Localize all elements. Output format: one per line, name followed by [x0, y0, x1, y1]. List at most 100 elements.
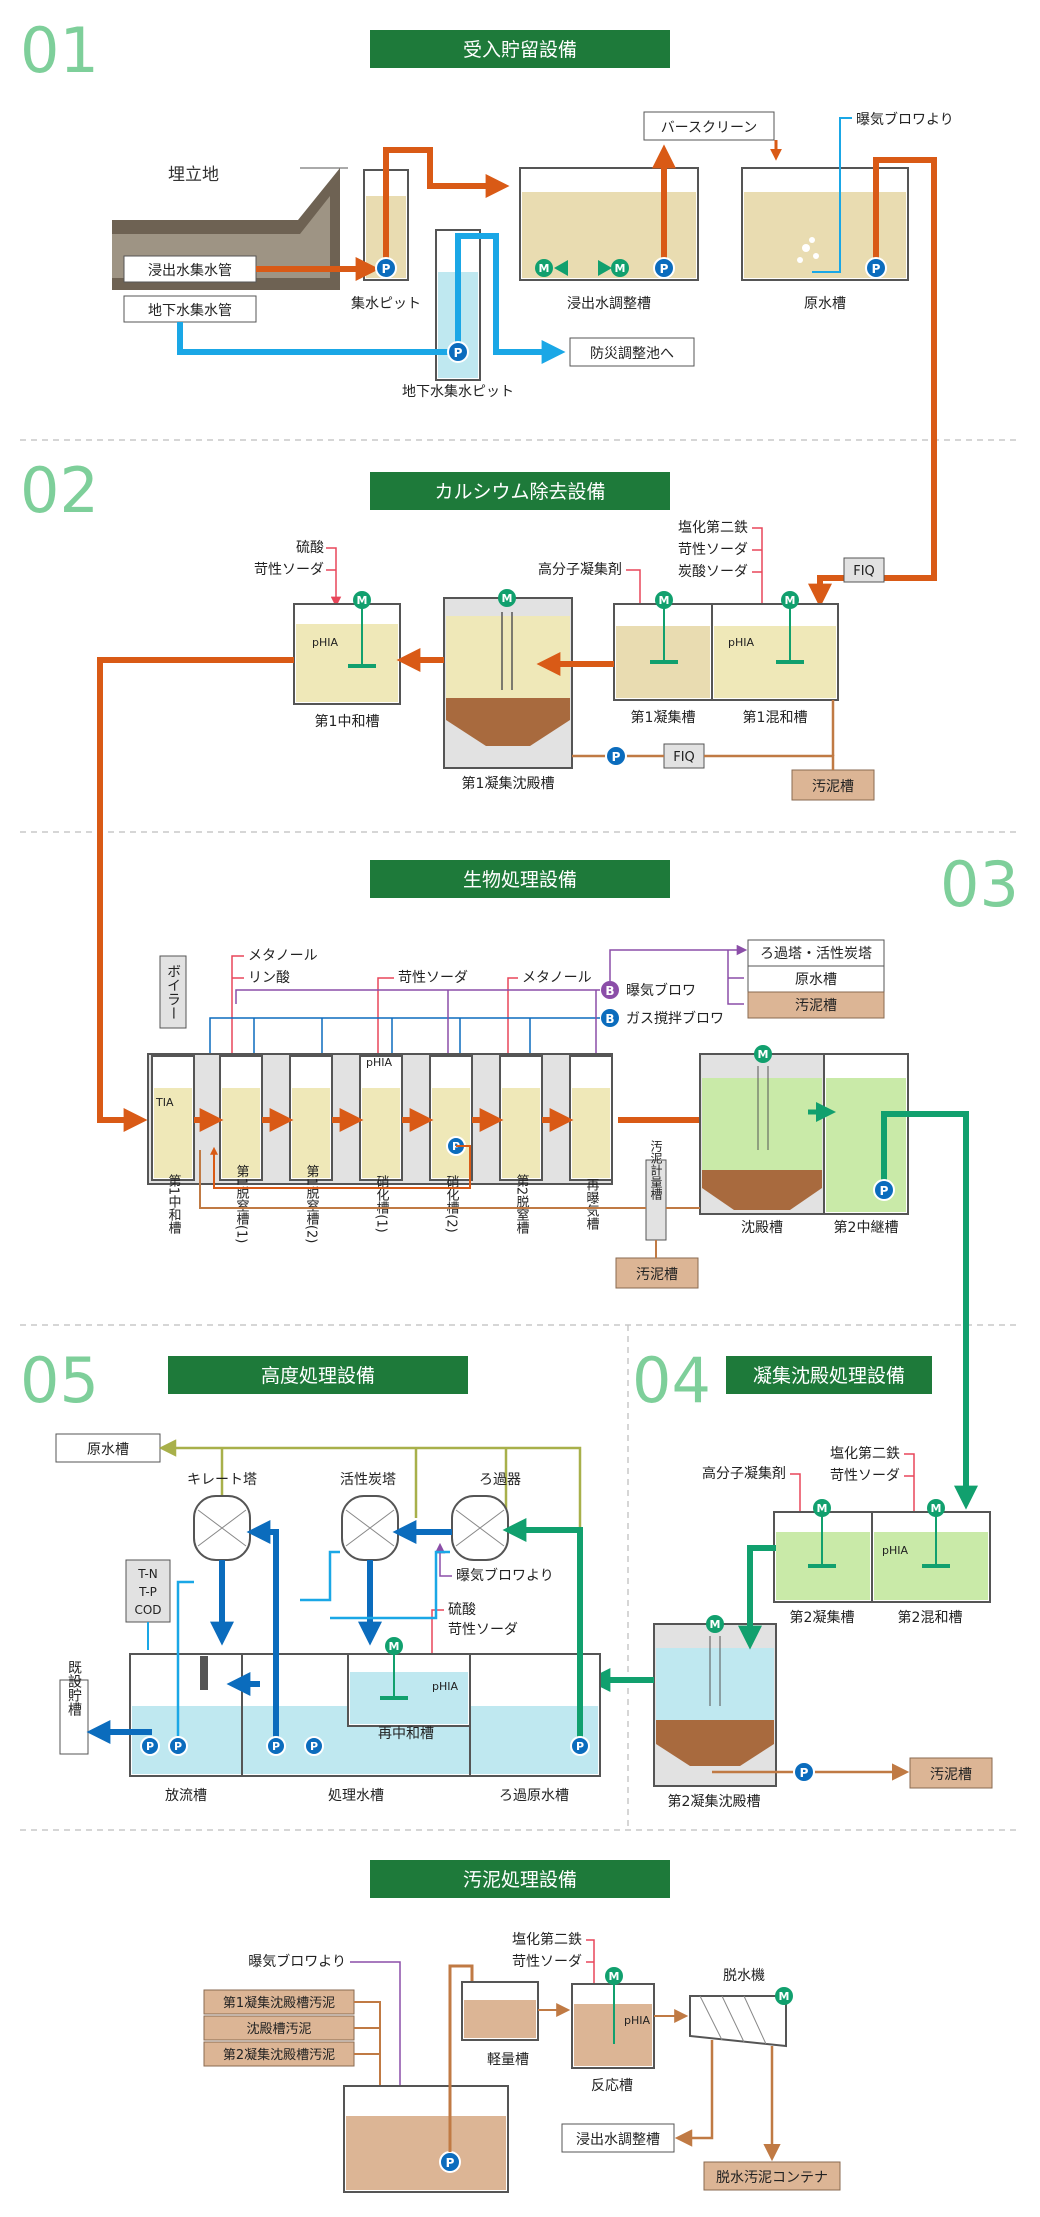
svg-text:苛性ソーダ: 苛性ソーダ	[448, 1621, 518, 1638]
motor-icon: M	[535, 259, 568, 277]
sludge-tank-box	[909, 1757, 993, 1789]
bio-tank-label: 硝化槽(2)	[444, 1175, 460, 1232]
bio-tank-label: 第1脱窒槽(1)	[234, 1165, 250, 1244]
polymer-label: 高分子凝集剤	[538, 561, 622, 578]
section-06-body: 曝気ブロワより 第1凝集沈殿槽汚泥 沈殿槽汚泥 第2凝集沈殿槽汚泥 P 軽量槽 …	[203, 1931, 841, 2193]
svg-text:pHIA: pHIA	[728, 636, 754, 649]
neutral-tank-1-label: 第1中和槽	[315, 713, 380, 730]
svg-text:ろ過塔・活性炭塔: ろ過塔・活性炭塔	[760, 946, 872, 962]
landfill-label: 埋立地	[168, 165, 219, 185]
svg-text:B: B	[605, 1012, 614, 1026]
section-banner	[370, 1860, 670, 1898]
svg-text:苛性ソーダ: 苛性ソーダ	[512, 1953, 582, 1970]
svg-text:P: P	[576, 1740, 584, 1753]
dewatering-machine	[689, 1995, 787, 2048]
svg-text:T-P: T-P	[138, 1585, 157, 1599]
methanol1-label: メタノール	[248, 948, 318, 964]
bio-tank-label: 第1中和槽	[166, 1174, 182, 1236]
svg-text:P: P	[146, 1740, 154, 1753]
svg-text:硫酸: 硫酸	[448, 1602, 476, 1618]
svg-text:M: M	[539, 262, 550, 275]
pump-icon: P	[570, 1736, 590, 1756]
mix-tank-1-label: 第1混和槽	[743, 709, 808, 726]
svg-text:キレート塔: キレート塔	[187, 1472, 257, 1488]
svg-text:B: B	[605, 984, 614, 998]
section-header-03: 生物処理設備 03	[370, 848, 1019, 921]
section-04-body: 高分子凝集剤 塩化第二鉄 苛性ソーダ M 第2凝集槽 pHIA M 第2混和槽 …	[586, 1445, 993, 1810]
collection-pit-label: 集水ピット	[351, 295, 421, 312]
boiler-box	[159, 955, 187, 1029]
section-number: 02	[20, 454, 99, 527]
from-blower-label: 曝気ブロワより	[856, 111, 954, 128]
svg-text:pHIA: pHIA	[624, 2014, 650, 2027]
section-title: カルシウム除去設備	[434, 481, 605, 503]
bio-tank-label: 硝化槽(1)	[374, 1175, 390, 1232]
svg-text:第2混和槽: 第2混和槽	[898, 1609, 963, 1626]
disaster-pond-box	[569, 337, 695, 367]
svg-text:浸出水調整槽: 浸出水調整槽	[576, 2132, 660, 2148]
bio-tank-label: 第1脱窒槽(2)	[304, 1165, 320, 1244]
svg-text:原水槽: 原水槽	[795, 972, 837, 988]
svg-text:P: P	[660, 262, 669, 276]
svg-text:汚泥槽: 汚泥槽	[812, 779, 854, 795]
svg-text:COD: COD	[134, 1603, 161, 1617]
pump-icon: P	[439, 2151, 461, 2173]
svg-text:第1凝集沈殿槽汚泥: 第1凝集沈殿槽汚泥	[223, 1995, 335, 2011]
svg-text:第2中継槽: 第2中継槽	[834, 1219, 899, 1236]
groundwater-pit-label: 地下水集水ピット	[402, 383, 514, 400]
svg-text:軽量槽: 軽量槽	[487, 2052, 529, 2068]
section-header-05: 05 高度処理設備	[20, 1344, 468, 1417]
bio-tank-label: 再曝気槽	[584, 1178, 600, 1231]
svg-text:FIQ: FIQ	[853, 564, 875, 579]
pump-icon: P	[447, 341, 469, 363]
svg-text:P: P	[800, 1766, 809, 1780]
section-title: 受入貯留設備	[463, 39, 577, 61]
svg-text:脱水機: 脱水機	[723, 1968, 765, 1984]
svg-text:P: P	[446, 2156, 455, 2170]
svg-text:活性炭塔: 活性炭塔	[340, 1472, 396, 1488]
svg-text:M: M	[357, 594, 368, 607]
leachate-pipe-label: 浸出水集水管	[148, 262, 232, 279]
caustic-label: 苛性ソーダ	[830, 1467, 900, 1484]
svg-text:第2凝集槽: 第2凝集槽	[790, 1609, 855, 1626]
svg-text:M: M	[615, 262, 626, 275]
svg-text:P: P	[174, 1740, 182, 1753]
svg-text:第2凝集沈殿槽: 第2凝集沈殿槽	[668, 1793, 761, 1810]
caustic-label: 苛性ソーダ	[254, 561, 324, 578]
svg-text:M: M	[817, 1502, 828, 1515]
phosphoric-label: リン酸	[248, 970, 290, 986]
svg-text:P: P	[310, 1740, 318, 1753]
svg-text:塩化第二鉄: 塩化第二鉄	[512, 1931, 582, 1948]
section-03-body: ボイラー メタノール リン酸 苛性ソーダ メタノール B 曝気ブロワ B ガス撹…	[147, 939, 978, 1510]
svg-text:原水槽: 原水槽	[87, 1442, 129, 1458]
raw-water-tank-label: 原水槽	[804, 296, 846, 312]
to-adjust-box	[561, 2123, 675, 2153]
section-title: 高度処理設備	[261, 1365, 375, 1387]
carbonate-label: 炭酸ソーダ	[678, 564, 748, 580]
sludge-container-box	[703, 2161, 841, 2191]
bio-tank-label: 第2脱窒槽	[514, 1174, 530, 1236]
groundwater-pipe-box	[123, 295, 257, 323]
methanol2-label: メタノール	[522, 970, 592, 986]
leachate-adjust-tank-label: 浸出水調整槽	[567, 296, 651, 312]
section-dividers	[20, 439, 1020, 1831]
svg-text:汚泥槽: 汚泥槽	[930, 1767, 972, 1783]
svg-text:脱水汚泥コンテナ: 脱水汚泥コンテナ	[716, 2170, 828, 2186]
section-header-02: 02 カルシウム除去設備	[20, 454, 670, 527]
pump-icon: P	[168, 1736, 188, 1756]
section-02-body: 硫酸 苛性ソーダ pHIA M 第1中和槽 M 第1凝集沈殿槽 高分子凝集剤 M…	[97, 519, 885, 1132]
svg-text:pHIA: pHIA	[312, 636, 338, 649]
svg-text:ボイラー: ボイラー	[165, 964, 181, 1020]
pump-icon: P	[605, 745, 627, 767]
existing-tank-box	[59, 1679, 89, 1755]
section-header-01: 01 受入貯留設備	[20, 14, 670, 87]
aeration-blower-label: 曝気ブロワ	[626, 982, 696, 999]
svg-text:M: M	[502, 592, 513, 605]
svg-text:M: M	[931, 1502, 942, 1515]
sludge-tank-box	[615, 1257, 699, 1289]
sulfuric-label: 硫酸	[296, 540, 324, 556]
section-number: 01	[20, 14, 99, 87]
leachate-pipe-box	[123, 255, 257, 283]
section-banner	[370, 30, 670, 68]
svg-text:M: M	[609, 1970, 620, 1983]
